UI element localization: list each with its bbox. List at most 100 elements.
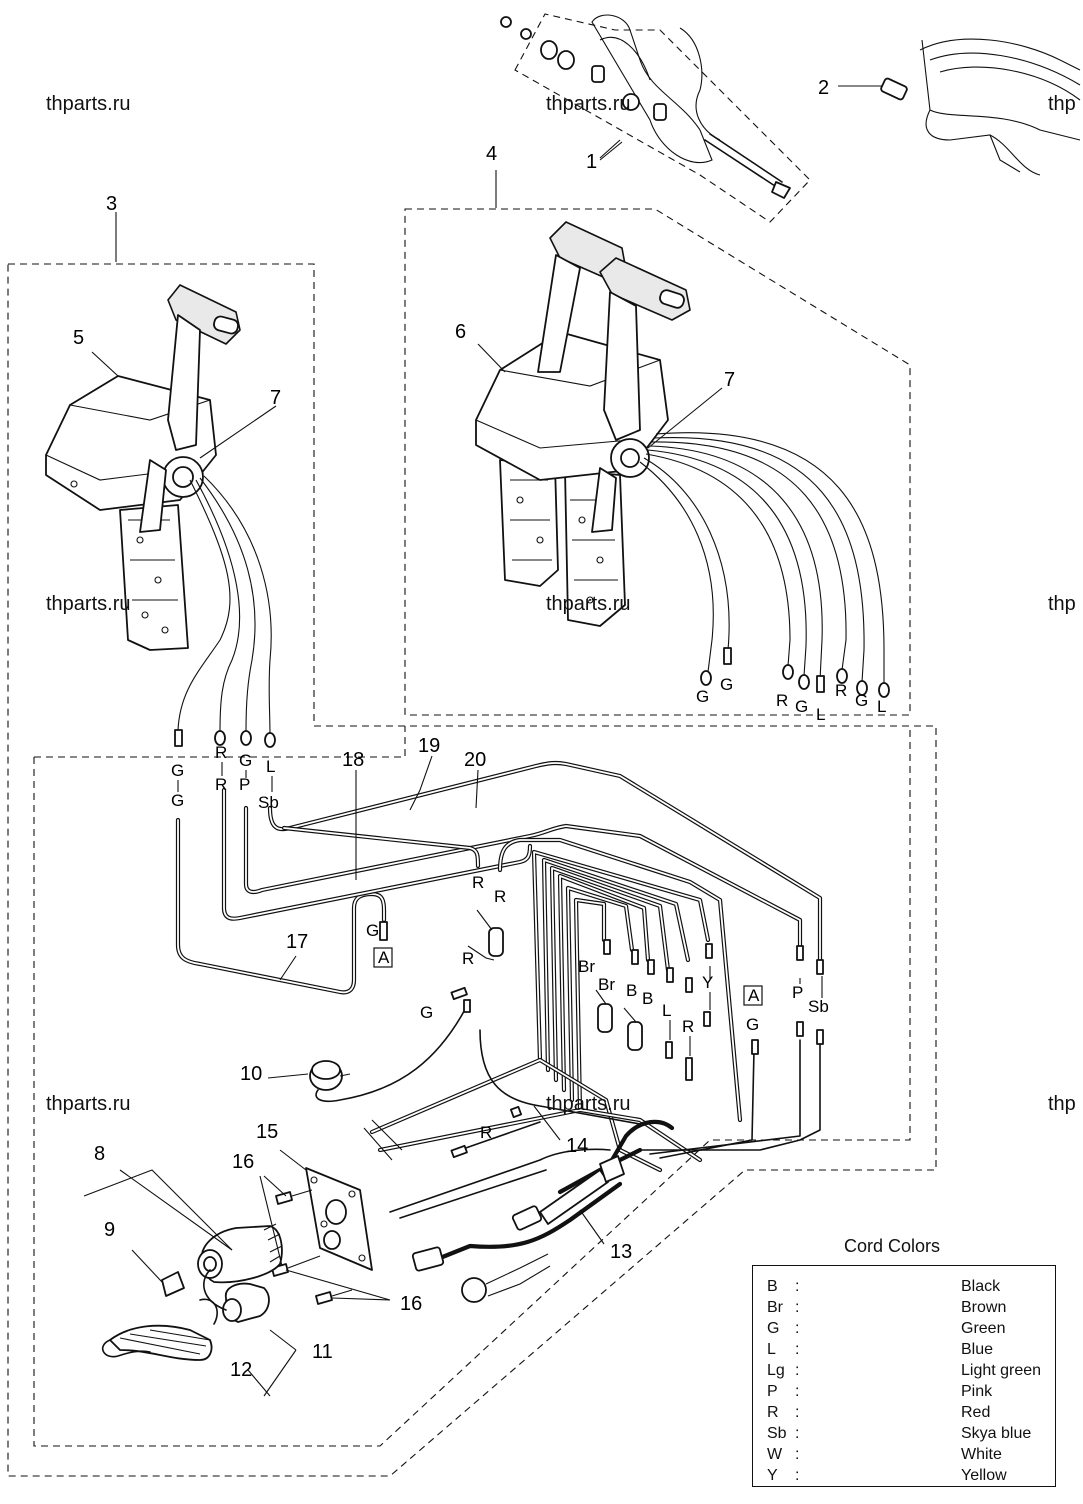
code-g: G (420, 1003, 433, 1022)
code-g: G (171, 761, 184, 780)
watermark-partial: thp (1048, 593, 1076, 615)
code-r: R (682, 1017, 694, 1036)
callout-4: 4 (486, 143, 497, 165)
legend-code: G (767, 1320, 780, 1337)
legend-row: Sb: Skya blue (753, 1423, 1055, 1444)
code-r: R (462, 949, 474, 968)
callout-6: 6 (455, 321, 466, 343)
legend-code: Lg (767, 1362, 785, 1379)
legend-color-name: Light green (961, 1362, 1042, 1379)
svg-text:A: A (378, 948, 390, 967)
legend-colon: : (795, 1362, 800, 1379)
wire-codes: G G R G L R G L G G R R G P L Sb G R R R… (171, 675, 886, 1142)
callout-17: 17 (286, 931, 308, 953)
marker-a-right: A (743, 985, 763, 1006)
code-sb: Sb (808, 997, 829, 1016)
callout-8: 8 (94, 1143, 105, 1165)
legend-row: B: Black (753, 1276, 1055, 1297)
code-l: L (816, 705, 825, 724)
legend-colon: : (795, 1278, 800, 1295)
legend-code: Y (767, 1467, 778, 1484)
legend-code: B (767, 1278, 778, 1295)
code-sb: Sb (258, 793, 279, 812)
code-g: G (795, 697, 808, 716)
harness-connectors (379, 909, 824, 1159)
code-g: G (239, 751, 252, 770)
callout-11: 11 (312, 1341, 333, 1363)
watermark: thparts.ru (546, 1093, 630, 1115)
callout-7-single: 7 (270, 387, 281, 409)
code-p: P (239, 775, 250, 794)
legend-color-name: Blue (961, 1341, 994, 1358)
legend-color-name: Pink (961, 1383, 993, 1400)
code-r: R (776, 691, 788, 710)
dual-lever-control (475, 221, 691, 627)
watermark-partial: thp (1048, 1093, 1076, 1115)
legend-color-name: Brown (961, 1299, 1007, 1316)
callout-13: 13 (610, 1241, 632, 1263)
legend-colon: : (795, 1383, 800, 1400)
main-harness (315, 837, 821, 1303)
callout-3: 3 (106, 193, 117, 215)
callout-18: 18 (342, 749, 364, 771)
legend-color-name: Skya blue (961, 1425, 1032, 1442)
callout-5: 5 (73, 327, 84, 349)
watermarks: thparts.ru thparts.ru thp thparts.ru thp… (46, 93, 1076, 1115)
callout-12: 12 (230, 1359, 252, 1381)
code-r: R (472, 873, 484, 892)
svg-text:A: A (748, 986, 760, 1005)
legend-row: Br:Brown (753, 1297, 1055, 1318)
watermark: thparts.ru (546, 93, 630, 115)
leader-lines (83, 85, 880, 1397)
legend-code: Sb (767, 1425, 787, 1442)
legend-colon: : (795, 1467, 800, 1484)
legend-row: G:Green (753, 1318, 1055, 1339)
switch-panel-assembly (101, 1167, 373, 1361)
legend-row: L:Blue (753, 1339, 1055, 1360)
legend-row: Lg: Light green (753, 1360, 1055, 1381)
watermark: thparts.ru (46, 1093, 130, 1115)
legend-code: P (767, 1383, 778, 1400)
legend-color-name: Red (961, 1404, 991, 1421)
legend-colon: : (795, 1404, 800, 1421)
code-y: Y (702, 973, 713, 992)
legend-code: Br (767, 1299, 783, 1316)
callouts: 1 2 3 4 5 6 7 7 8 9 10 11 12 13 14 15 16… (73, 77, 829, 1381)
callout-2: 2 (818, 77, 829, 99)
legend-row: P: Pink (753, 1381, 1055, 1402)
code-r: R (215, 775, 227, 794)
legend-code: L (767, 1341, 776, 1358)
code-b: B (626, 981, 637, 1000)
callout-7-dual: 7 (724, 369, 735, 391)
code-r: R (494, 887, 506, 906)
legend-color-name: Black (961, 1278, 1001, 1295)
callout-20: 20 (464, 749, 486, 771)
lever-pigtails (174, 432, 890, 748)
legend-row: R:Red (753, 1402, 1055, 1423)
callout-10: 10 (240, 1063, 262, 1085)
single-lever-control (45, 284, 241, 651)
watermark: thparts.ru (546, 593, 630, 615)
code-l: L (266, 757, 275, 776)
code-br: Br (598, 975, 615, 994)
code-br: Br (578, 957, 595, 976)
watermark-partial: thp (1048, 93, 1076, 115)
part-1-mounting-kit (500, 14, 791, 199)
part-10-buzzer (309, 1060, 351, 1091)
code-g: G (720, 675, 733, 694)
legend-color-name: Green (961, 1320, 1006, 1337)
code-b: B (642, 989, 653, 1008)
legend-row: Y: Yellow (753, 1465, 1055, 1486)
callout-14: 14 (566, 1135, 588, 1157)
code-g: G (746, 1015, 759, 1034)
code-g: G (366, 921, 379, 940)
group-boundaries (7, 13, 937, 1477)
legend-color-name: Yellow (961, 1467, 1007, 1484)
code-l: L (662, 1001, 671, 1020)
marker-a-left: A (373, 947, 393, 968)
legend-colon: : (795, 1425, 800, 1442)
watermark: thparts.ru (46, 93, 130, 115)
callout-9: 9 (104, 1219, 115, 1241)
